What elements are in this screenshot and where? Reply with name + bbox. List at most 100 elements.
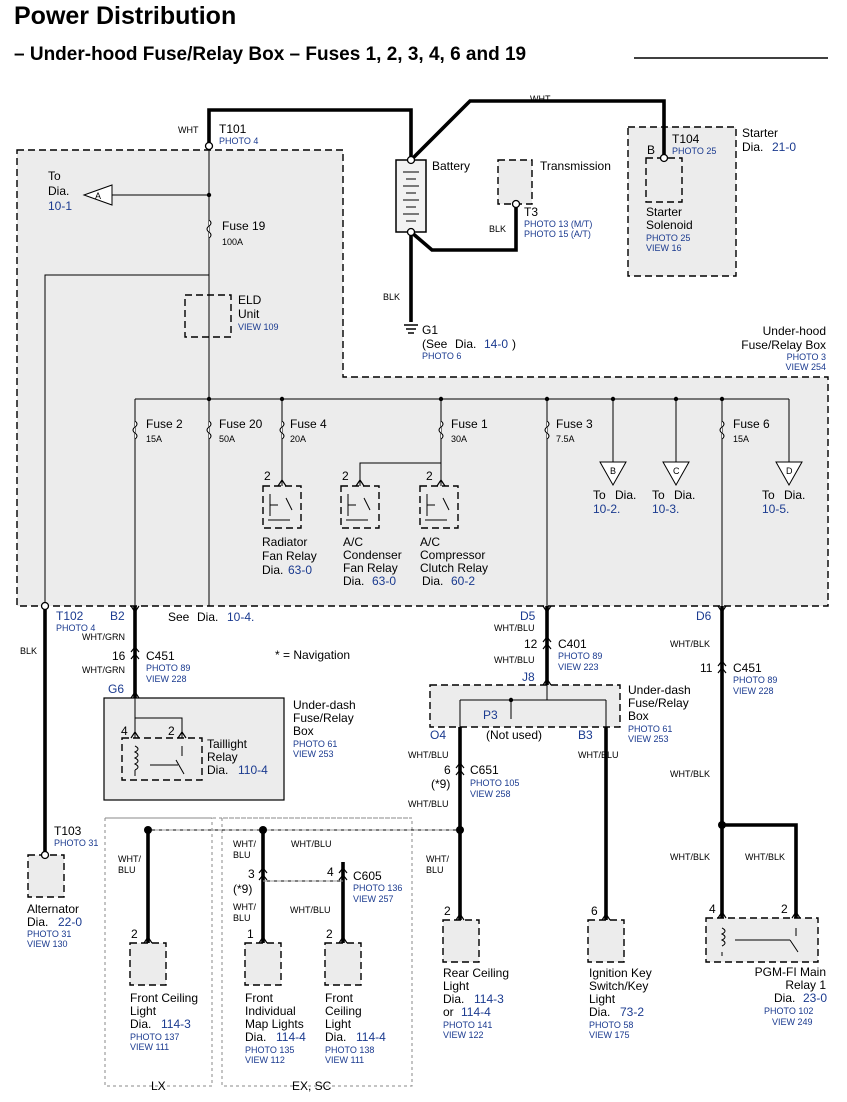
ref-c-icon — [662, 461, 690, 487]
ref-c-letter: C — [673, 466, 680, 476]
exsc-region — [221, 817, 413, 1087]
rcl-l1: Rear Ceiling — [443, 966, 509, 980]
udbox-l2: Fuse/Relay — [293, 711, 354, 725]
c605-pin4: 4 — [327, 865, 334, 879]
nav-note: * = Navigation — [275, 648, 350, 662]
taillight-pin2: 2 — [168, 724, 175, 738]
t102-photo: PHOTO 4 — [56, 623, 95, 633]
pgm-l2: Relay 1 — [785, 978, 826, 992]
comp-relay-l1: A/C — [420, 535, 440, 549]
pgm-view: VIEW 249 — [772, 1017, 813, 1027]
g1-see: (See — [422, 337, 448, 351]
to-c-ref: 10-3. — [652, 502, 679, 516]
fuse2-amp: 15A — [146, 434, 162, 444]
wire-whtblu-c651: WHT/BLU — [408, 799, 449, 809]
transmission-label: Transmission — [540, 159, 611, 173]
g1-dia: Dia. — [455, 337, 476, 351]
radiator-fan-relay — [262, 485, 302, 529]
solenoid-l2: Solenoid — [646, 218, 693, 232]
iks-pin: 6 — [591, 904, 598, 918]
lx-region — [104, 817, 213, 1087]
fuse1-name: Fuse 1 — [451, 417, 488, 431]
pgm-pin2: 2 — [781, 902, 788, 916]
comp-relay-l2: Compressor — [420, 548, 485, 562]
pgm-dia: Dia. — [774, 991, 795, 1005]
transmission-switch — [497, 159, 533, 205]
see-see: See — [168, 610, 190, 624]
udbox-l3: Box — [293, 724, 314, 738]
fuse19-amp: 100A — [222, 237, 243, 247]
fuse20-amp: 50A — [219, 434, 235, 444]
rcl-dia: Dia. — [443, 992, 464, 1006]
ref-b-icon — [599, 461, 627, 487]
alternator — [27, 854, 65, 898]
fiml-l1: Front — [245, 991, 274, 1005]
g1-close: ) — [512, 337, 516, 351]
fiml-l3: Map Lights — [245, 1017, 304, 1031]
reference-triangles — [82, 184, 803, 487]
c451b-view: VIEW 228 — [733, 686, 774, 696]
relay-internals — [133, 494, 799, 956]
to-c-to: To — [652, 488, 665, 502]
fiml-ref: 114-4 — [276, 1030, 306, 1044]
c651-id: C651 — [470, 763, 499, 777]
fcl-ex-pin: 2 — [326, 927, 333, 941]
wire-whtblu-d5: WHT/BLU — [494, 623, 535, 633]
t3-photo2: PHOTO 15 (A/T) — [524, 229, 591, 239]
cond-relay-ref: 63-0 — [372, 574, 396, 588]
ref-a-letter: A — [95, 191, 101, 201]
fuse4-name: Fuse 4 — [290, 417, 327, 431]
cond-relay-l1: A/C — [343, 535, 363, 549]
wire-wht-top: WHT — [530, 94, 551, 104]
cond-relay-pin: 2 — [342, 469, 349, 483]
wire-whtblu-fcl: WHT/BLU — [291, 839, 332, 849]
wire-blk-alt: BLK — [20, 646, 37, 656]
front-ceiling-light-lx — [129, 942, 167, 986]
fiml-l2: Individual — [245, 1004, 296, 1018]
c401-id: C401 — [558, 637, 587, 651]
fcl-ex-l3: Light — [325, 1017, 352, 1031]
pin-b3: B3 — [578, 728, 593, 742]
t101-photo: PHOTO 4 — [219, 136, 258, 146]
pin-d5: D5 — [520, 609, 536, 623]
to-a-dia: Dia. — [48, 184, 69, 198]
rcl-ref: 114-3 — [474, 992, 504, 1006]
taillight-relay — [121, 737, 203, 781]
wire-whtblu-fcl2: WHT/BLU — [290, 905, 331, 915]
solenoid-view: VIEW 16 — [646, 243, 682, 253]
eld-l2: Unit — [238, 307, 260, 321]
wire-whtgrn-2: WHT/GRN — [82, 665, 125, 675]
pin-d6: D6 — [696, 609, 712, 623]
starter-ref: 21-0 — [772, 140, 796, 154]
rad-relay-ref: 63-0 — [288, 563, 312, 577]
pgm-ref: 23-0 — [803, 991, 827, 1005]
iks-l3: Light — [589, 992, 616, 1006]
rcl-ref2: 114-4 — [461, 1005, 491, 1019]
page-subtitle: – Under-hood Fuse/Relay Box – Fuses 1, 2… — [14, 44, 527, 65]
pgm-l1: PGM-FI Main — [755, 965, 826, 979]
c651-photo: PHOTO 105 — [470, 778, 519, 788]
ref-a-icon — [82, 184, 113, 206]
starter-solenoid — [645, 157, 683, 203]
rcl-view: VIEW 122 — [443, 1030, 484, 1040]
ref-d-letter: D — [786, 466, 793, 476]
fcl-ex-photo: PHOTO 138 — [325, 1045, 374, 1055]
wire-wht-t101: WHT — [178, 125, 199, 135]
under-hood-box — [16, 149, 829, 607]
rad-relay-dia: Dia. — [262, 563, 283, 577]
starter-label: Starter — [742, 126, 778, 140]
udbox-photo: PHOTO 61 — [293, 739, 337, 749]
front-ceiling-light-ex — [324, 942, 362, 986]
wire-wht-rcl: WHT/ — [426, 854, 449, 864]
c605-pin3: 3 — [248, 867, 255, 881]
fiml-pin: 1 — [247, 927, 254, 941]
udbox2-l1: Under-dash — [628, 683, 691, 697]
comp-relay-ref: 60-2 — [451, 574, 475, 588]
fuse6-amp: 15A — [733, 434, 749, 444]
fuse19-name: Fuse 19 — [222, 219, 266, 233]
wire-blu-rcl: BLU — [426, 865, 444, 875]
t104-photo: PHOTO 25 — [672, 146, 716, 156]
fiml-photo: PHOTO 135 — [245, 1045, 294, 1055]
